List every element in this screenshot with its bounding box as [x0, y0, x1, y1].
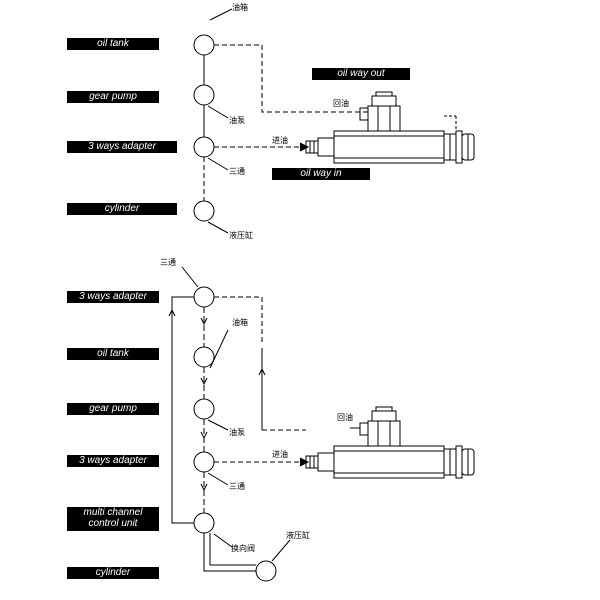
diagram1-circuit — [193, 8, 368, 234]
cn-cylinder: 液压缸 — [229, 231, 253, 240]
label-oil-tank-2: oil tank — [67, 348, 159, 360]
cn-pump-2: 油泵 — [229, 428, 245, 437]
cylinder-node — [193, 200, 215, 222]
label-three-way-top: 3 ways adapter — [67, 291, 159, 303]
cn-return: 回油 — [333, 99, 349, 108]
oil-tank-node-2 — [193, 346, 215, 368]
cn-valve: 换向阀 — [231, 544, 255, 553]
label-multi-channel: multi channel control unit — [67, 507, 159, 531]
cylinder-unit-1 — [305, 91, 475, 164]
cn-three-way-top: 三通 — [160, 258, 176, 267]
cn-three-way: 三通 — [229, 167, 245, 176]
cn-oil-tank: 油箱 — [232, 3, 248, 12]
three-way-node-2 — [193, 451, 215, 473]
diagram2-circuit — [168, 266, 310, 582]
oil-tank-node — [193, 34, 215, 56]
label-multi-channel-line1: multi channel — [83, 507, 143, 518]
cn-inlet-2: 进油 — [272, 450, 288, 459]
cn-three-way-2: 三通 — [229, 482, 245, 491]
cylinder-unit-2 — [305, 406, 475, 479]
label-cylinder: cylinder — [67, 203, 177, 215]
three-way-top-node — [193, 286, 215, 308]
gear-pump-node-2 — [193, 398, 215, 420]
gear-pump-node — [193, 84, 215, 106]
cn-cylinder-2: 液压缸 — [286, 531, 310, 540]
label-cylinder-2: cylinder — [67, 567, 159, 579]
cylinder-node-2 — [255, 560, 277, 582]
label-gear-pump-2: gear pump — [67, 403, 159, 415]
three-way-node — [193, 136, 215, 158]
label-three-way-2: 3 ways adapter — [67, 455, 159, 467]
label-oil-way-in: oil way in — [272, 168, 370, 180]
label-gear-pump: gear pump — [67, 91, 159, 103]
cn-oil-tank-2: 油箱 — [232, 318, 248, 327]
label-oil-tank: oil tank — [67, 38, 159, 50]
label-multi-channel-line2: control unit — [88, 518, 138, 529]
cn-return-2: 回油 — [337, 413, 353, 422]
cn-inlet: 进油 — [272, 136, 288, 145]
multi-channel-node — [193, 512, 215, 534]
label-oil-way-out: oil way out — [312, 68, 410, 80]
cn-pump: 油泵 — [229, 116, 245, 125]
label-three-way: 3 ways adapter — [67, 141, 177, 153]
